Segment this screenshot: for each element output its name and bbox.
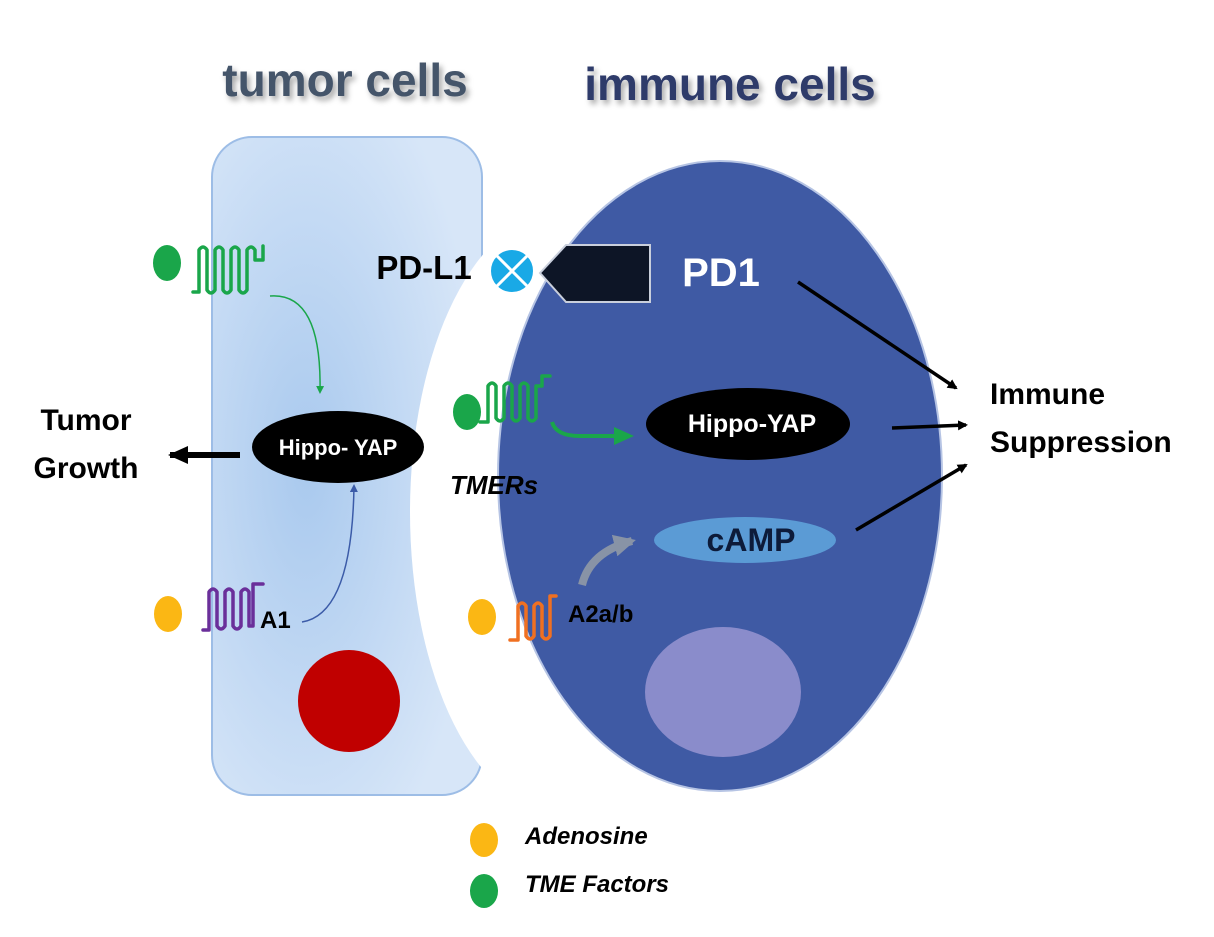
tumor-hippo-yap-node (252, 411, 424, 483)
pd1-receptor (538, 244, 651, 303)
tmers-label: TMERs (450, 470, 538, 500)
arrow-tme-to-tumor-hippo (269, 295, 325, 394)
seven-transmembrane-receptor-icon (478, 374, 552, 424)
pdl1-label: PD-L1 (376, 249, 471, 286)
adenosine-dot-immune (468, 599, 496, 635)
legend-adenosine-swatch (470, 823, 498, 857)
tumor-hippo-yap-label: Hippo- YAP (279, 435, 398, 460)
tme-factor-dot-tumor (153, 245, 181, 281)
immune-hippo-yap-label: Hippo-YAP (688, 410, 816, 438)
legend-tme-factors-swatch (470, 874, 498, 908)
immune-suppression-line2: Suppression (990, 426, 1172, 459)
a2ab-label: A2a/b (568, 601, 633, 628)
immune-nucleus (645, 627, 801, 757)
tumor-cells-title: tumor cells (222, 54, 467, 106)
legend: Adenosine TME Factors (470, 823, 669, 908)
immune-suppression-line1: Immune (990, 378, 1105, 411)
seven-transmembrane-receptor-icon (201, 582, 265, 632)
arrow-a1-to-tumor-hippo (301, 484, 358, 623)
arrow-camp-to-suppression (855, 463, 968, 532)
camp-label: cAMP (707, 522, 796, 558)
camp-node (654, 517, 836, 563)
legend-adenosine-label: Adenosine (524, 823, 648, 850)
arrow-pd1-to-suppression (797, 280, 958, 390)
immune-cell (497, 160, 943, 792)
arrow-hippo-to-suppression (891, 420, 968, 431)
crossed-circle-icon (489, 248, 535, 294)
a1-label: A1 (260, 607, 291, 634)
tumor-growth-line2: Growth (34, 452, 139, 485)
tumor-growth-line1: Tumor (40, 404, 131, 437)
immune-cells-title: immune cells (584, 58, 875, 110)
seven-transmembrane-receptor-icon (191, 244, 265, 295)
tumor-nucleus (298, 650, 400, 752)
legend-tme-factors-label: TME Factors (525, 871, 669, 898)
arrow-a2ab-to-camp (578, 534, 636, 587)
seven-transmembrane-receptor-icon (508, 594, 558, 642)
tme-factor-dot-immune (453, 394, 481, 430)
pd1-label: PD1 (682, 251, 760, 295)
arrow-tme-to-immune-hippo (550, 421, 634, 445)
immune-hippo-yap-node (646, 388, 850, 460)
adenosine-dot-tumor (154, 596, 182, 632)
